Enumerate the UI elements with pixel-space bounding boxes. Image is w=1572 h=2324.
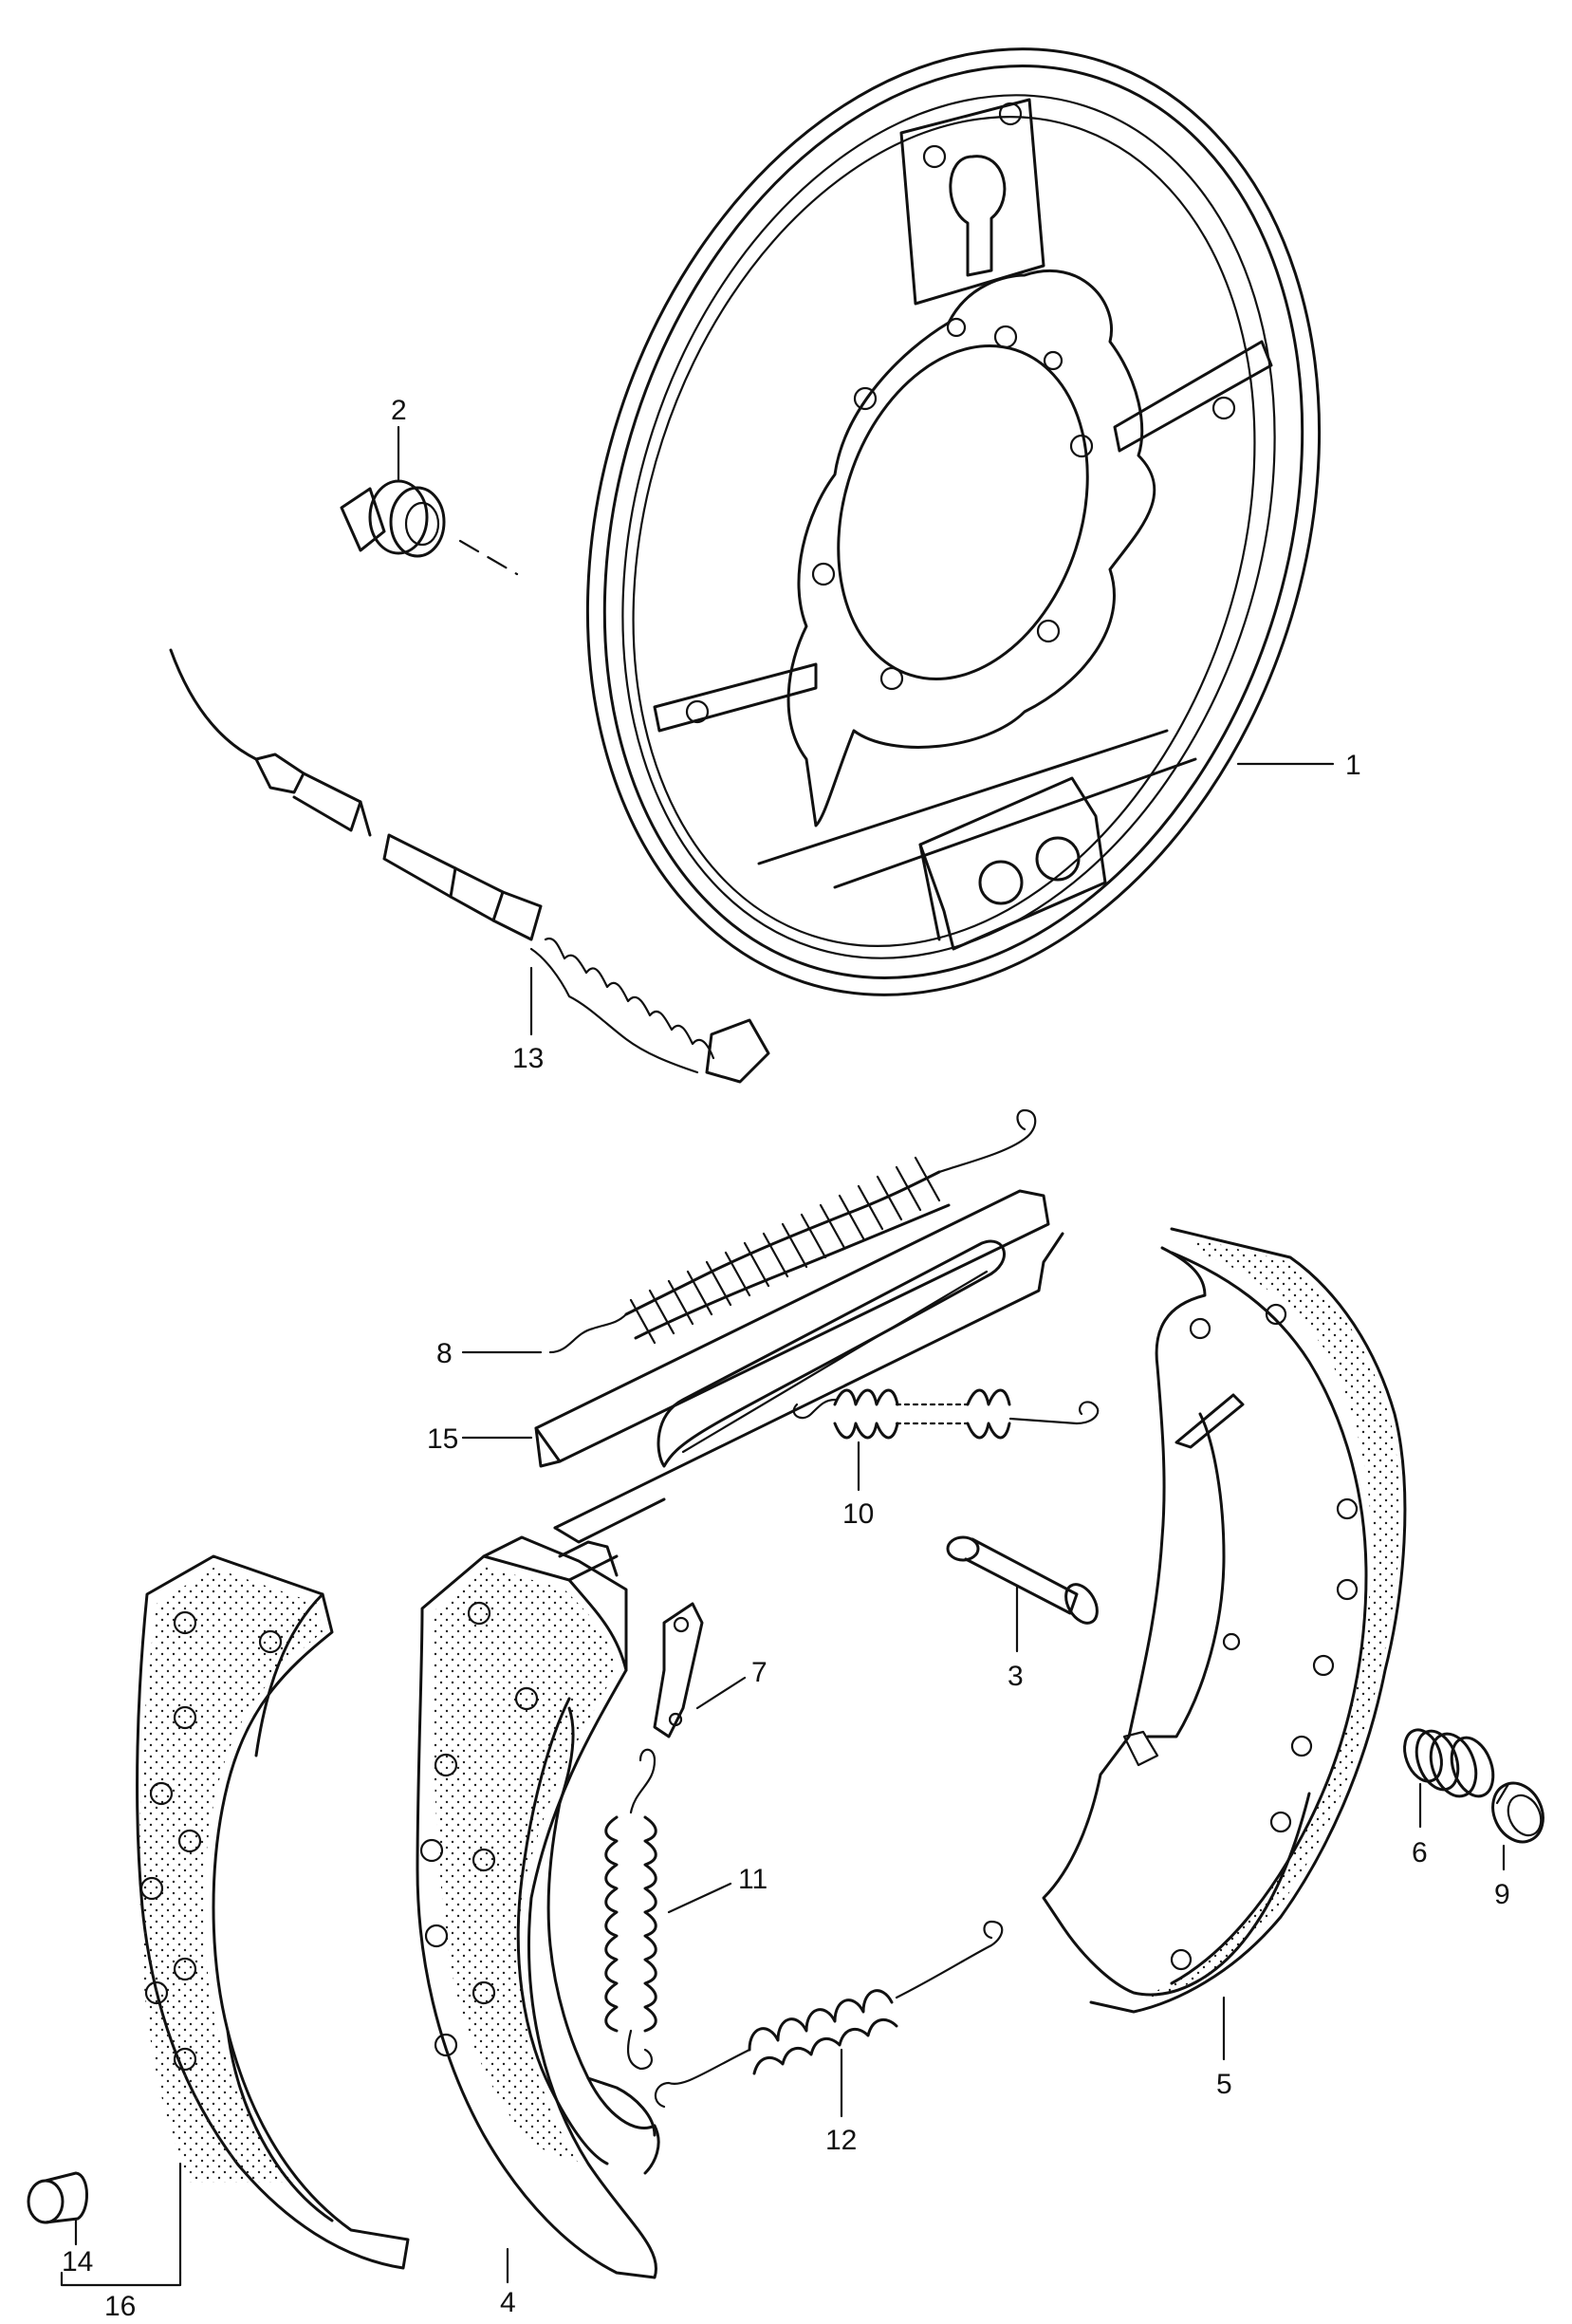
label-1: 1 — [1345, 750, 1361, 781]
label-12: 12 — [825, 2125, 857, 2156]
label-5: 5 — [1216, 2069, 1232, 2100]
adjuster-strut — [461, 1189, 1064, 1544]
backing-plate — [585, 47, 1335, 996]
upper-return-spring — [461, 1108, 1037, 1354]
lever — [653, 1602, 747, 1738]
label-9: 9 — [1494, 1879, 1510, 1910]
spring-cup — [1491, 1781, 1544, 1871]
label-10: 10 — [842, 1498, 874, 1530]
vertical-spring — [604, 1748, 732, 2071]
label-14: 14 — [62, 2246, 93, 2278]
grommet — [340, 425, 519, 576]
brake-cable — [169, 648, 770, 1084]
label-11: 11 — [738, 1864, 768, 1895]
brake-lining — [136, 1554, 410, 2270]
brake-shoe-left — [416, 1535, 660, 2284]
label-16: 16 — [104, 2291, 136, 2322]
label-7: 7 — [751, 1657, 768, 1688]
label-4: 4 — [500, 2287, 516, 2318]
adjuster-spring — [792, 1388, 1100, 1492]
bracket-16 — [60, 2271, 182, 2287]
label-6: 6 — [1412, 1837, 1428, 1868]
retaining-pin — [946, 1535, 1099, 1653]
label-3: 3 — [1008, 1661, 1024, 1692]
rivet — [27, 2171, 88, 2246]
label-2: 2 — [391, 395, 407, 426]
label-8: 8 — [436, 1338, 453, 1369]
brake-shoe-right — [1042, 1227, 1407, 2061]
lower-spring — [654, 1920, 1004, 2118]
hold-down-spring — [1403, 1728, 1495, 1829]
label-15: 15 — [427, 1423, 458, 1455]
label-13: 13 — [512, 1043, 544, 1074]
